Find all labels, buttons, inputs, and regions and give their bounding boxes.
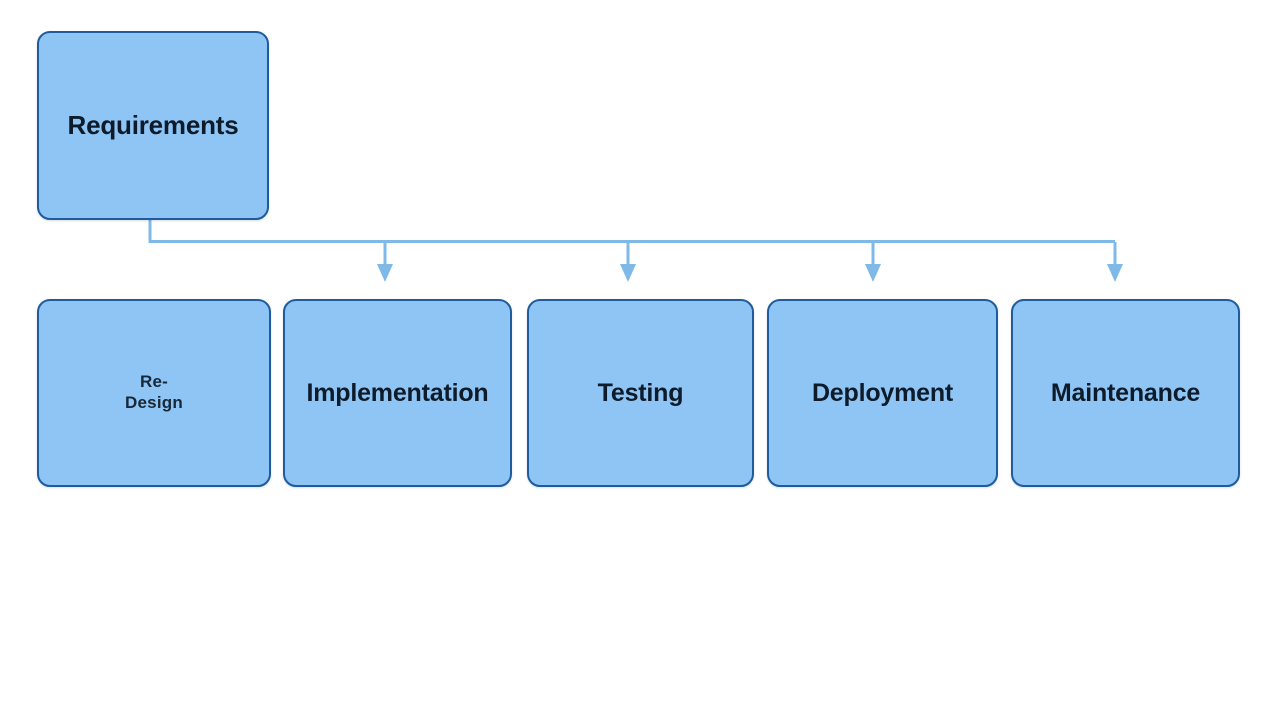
arrow-to-deployment xyxy=(865,242,881,282)
node-maintenance-label: Maintenance xyxy=(1050,379,1201,407)
node-maintenance[interactable]: Maintenance xyxy=(1011,299,1240,487)
node-testing[interactable]: Testing xyxy=(527,299,754,487)
arrow-to-implementation xyxy=(377,242,393,282)
arrow-to-maintenance xyxy=(1107,242,1123,282)
node-requirements[interactable]: Requirements xyxy=(37,31,269,220)
arrow-to-testing xyxy=(620,242,636,282)
node-implementation[interactable]: Implementation xyxy=(283,299,512,487)
node-implementation-label: Implementation xyxy=(306,379,489,407)
node-re-design-label: Re- Design xyxy=(125,372,183,412)
node-deployment[interactable]: Deployment xyxy=(767,299,998,487)
node-re-design[interactable]: Re- Design xyxy=(37,299,271,487)
node-testing-label: Testing xyxy=(597,379,684,407)
node-requirements-label: Requirements xyxy=(67,109,239,140)
node-deployment-label: Deployment xyxy=(811,379,954,407)
